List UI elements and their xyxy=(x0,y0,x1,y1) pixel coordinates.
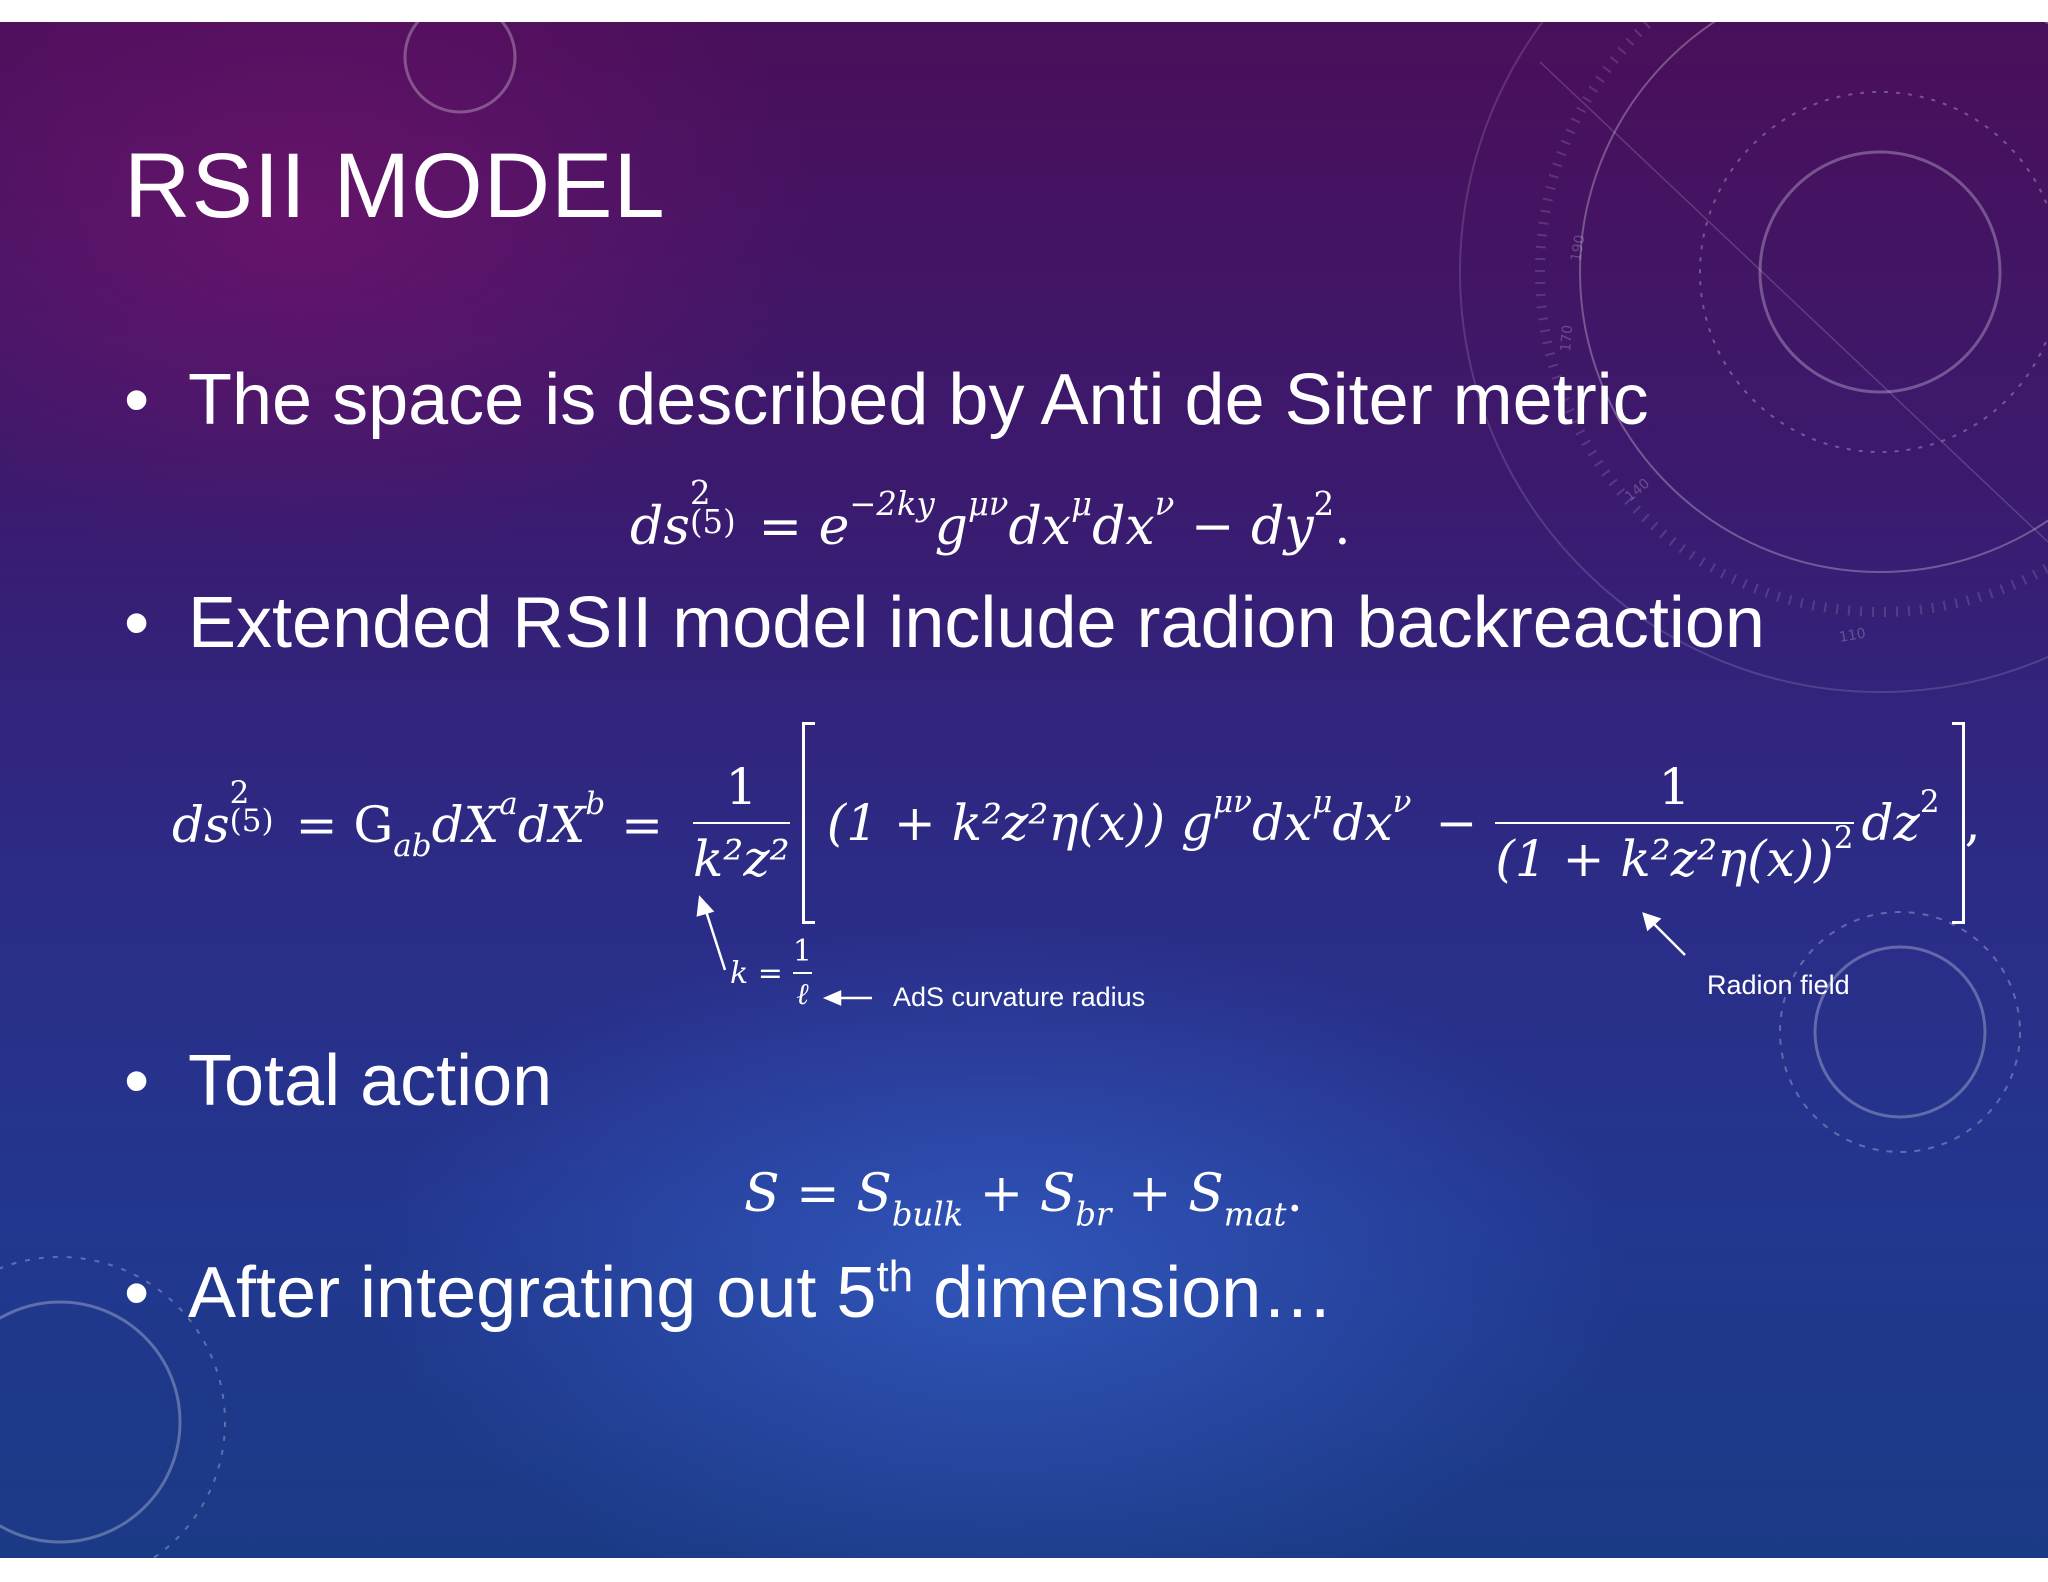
ext-ds: ds xyxy=(172,796,230,854)
ext-dz-den-text: (1 + k²z²η(x)) xyxy=(1495,830,1834,888)
eq-period: . xyxy=(1334,497,1351,557)
eq-dy-sup: 2 xyxy=(1313,484,1335,523)
ext-ds-indices: 2(5) xyxy=(229,775,280,842)
eq-dx-mu: dx xyxy=(1008,497,1072,557)
ext-ds-sub: (5) xyxy=(229,802,274,839)
ext-prefactor-fraction: 1 k²z² xyxy=(692,758,790,888)
arrow-to-k2z2 xyxy=(703,907,727,971)
bullet-integrating-out: • After integrating out 5th dimension… xyxy=(124,1252,1333,1334)
svg-text:170: 170 xyxy=(1558,324,1576,352)
ext-term-1-dx-mu: dx xyxy=(1252,794,1313,852)
eq-exponent: −2ky xyxy=(849,484,935,523)
bullet-extended-rsii: • Extended RSII model include radion back… xyxy=(124,582,1765,664)
ext-dz: dz xyxy=(1861,794,1920,852)
action-bulk: bulk xyxy=(891,1195,964,1234)
ads-curvature-label: AdS curvature radius xyxy=(893,982,1146,1012)
eq-mu: μ xyxy=(1071,484,1093,523)
action-equation: S = Sbulk + Sbr + Smat. xyxy=(744,1164,1303,1231)
ext-ds-sup: 2 xyxy=(229,774,250,811)
ext-dz-num: 1 xyxy=(1658,758,1691,816)
action-plus-mat: + S xyxy=(1111,1164,1224,1224)
radion-field-label: Radion field xyxy=(1707,970,1850,1000)
bullet-text: After integrating out 5 xyxy=(188,1253,877,1333)
arrow-head xyxy=(696,895,715,917)
fraction-bar xyxy=(692,822,790,824)
bullet-total-action: • Total action xyxy=(124,1040,552,1122)
slide: 190 170 140 110 RSII MODEL •The space is… xyxy=(0,22,2048,1558)
k-def-den: ℓ xyxy=(796,977,809,1012)
ext-comma: , xyxy=(1964,794,1981,852)
ext-dz-fraction: 1 (1 + k²z²η(x))2 xyxy=(1495,758,1854,888)
eq-g-indices: μν xyxy=(967,484,1009,523)
eq-g: g xyxy=(934,497,968,557)
svg-text:110: 110 xyxy=(1838,626,1867,646)
ext-b: b xyxy=(585,786,606,823)
bullet-marker: • xyxy=(124,1253,150,1333)
eq-ds: ds xyxy=(630,497,690,557)
ext-dXb: dX xyxy=(517,796,586,854)
fraction-bar xyxy=(792,972,812,974)
eq-dx-nu: dx xyxy=(1092,497,1155,557)
eq-ds-sup: 2 xyxy=(689,474,711,513)
action-br: br xyxy=(1075,1195,1112,1234)
bullet-text: The space is described by Anti de Siter … xyxy=(188,360,1649,440)
bullet-text: Extended RSII model include radion backr… xyxy=(188,583,1765,663)
ext-dz-den-sup: 2 xyxy=(1833,820,1854,857)
annotation-arrows xyxy=(696,895,1686,1006)
ext-a: a xyxy=(499,786,518,823)
fraction-bar xyxy=(1495,822,1854,824)
ext-dXa: dX xyxy=(431,796,500,854)
action-S: S = S xyxy=(744,1164,892,1224)
ext-term-1-mu: μ xyxy=(1312,784,1333,821)
ext-term-1: (1 + k²z²η(x)) g xyxy=(826,794,1214,852)
ext-term-1-dx-nu: dx xyxy=(1332,794,1393,852)
k-definition: k = 1 ℓ xyxy=(730,934,812,1012)
bullet-text: Total action xyxy=(188,1041,553,1121)
bullet-text-tail: dimension… xyxy=(913,1253,1334,1333)
action-mat: mat xyxy=(1223,1195,1287,1234)
ext-equals: = xyxy=(605,796,663,854)
ext-term-1-nu: ν xyxy=(1392,784,1412,821)
k-def-num: 1 xyxy=(792,934,812,969)
eq-nu: ν xyxy=(1154,484,1175,523)
eq-ds-sub: (5) xyxy=(689,503,736,542)
bullet-anti-de-sitter: • The space is described by Anti de Siter… xyxy=(124,359,1649,441)
action-period: . xyxy=(1286,1164,1303,1224)
arrow-to-radion xyxy=(1651,921,1686,956)
ext-prefactor-num: 1 xyxy=(725,758,758,816)
slide-title: RSII MODEL xyxy=(124,135,666,237)
ext-term-1-g-indices: μν xyxy=(1213,784,1253,821)
bullet-marker: • xyxy=(124,583,150,663)
k-def-fraction: 1 ℓ xyxy=(792,934,812,1012)
action-plus-br: + S xyxy=(963,1164,1076,1224)
ext-eq-G: = G xyxy=(279,796,394,854)
bullet-marker: • xyxy=(124,1041,150,1121)
ext-minus: − xyxy=(1435,794,1478,852)
svg-text:190: 190 xyxy=(1568,234,1588,263)
left-bracket xyxy=(801,722,815,924)
arrow-head xyxy=(1642,912,1662,932)
bullet-superscript: th xyxy=(876,1252,914,1301)
eq-dy: − dy xyxy=(1174,497,1314,557)
ext-dz-den: (1 + k²z²η(x))2 xyxy=(1495,823,1853,888)
right-bracket xyxy=(1951,722,1965,924)
decorative-rings: 190 170 140 110 xyxy=(0,22,2048,1558)
k-def-lhs: k = xyxy=(730,955,783,991)
ext-g-sub: ab xyxy=(393,827,432,864)
arrow-head xyxy=(822,990,842,1006)
eq-exp-base: = e xyxy=(741,497,850,557)
ext-prefactor-den: k²z² xyxy=(692,830,790,888)
eq-ds-indices: 2(5) xyxy=(689,474,742,544)
ext-dz-sup: 2 xyxy=(1919,784,1940,821)
bullet-marker: • xyxy=(124,360,150,440)
